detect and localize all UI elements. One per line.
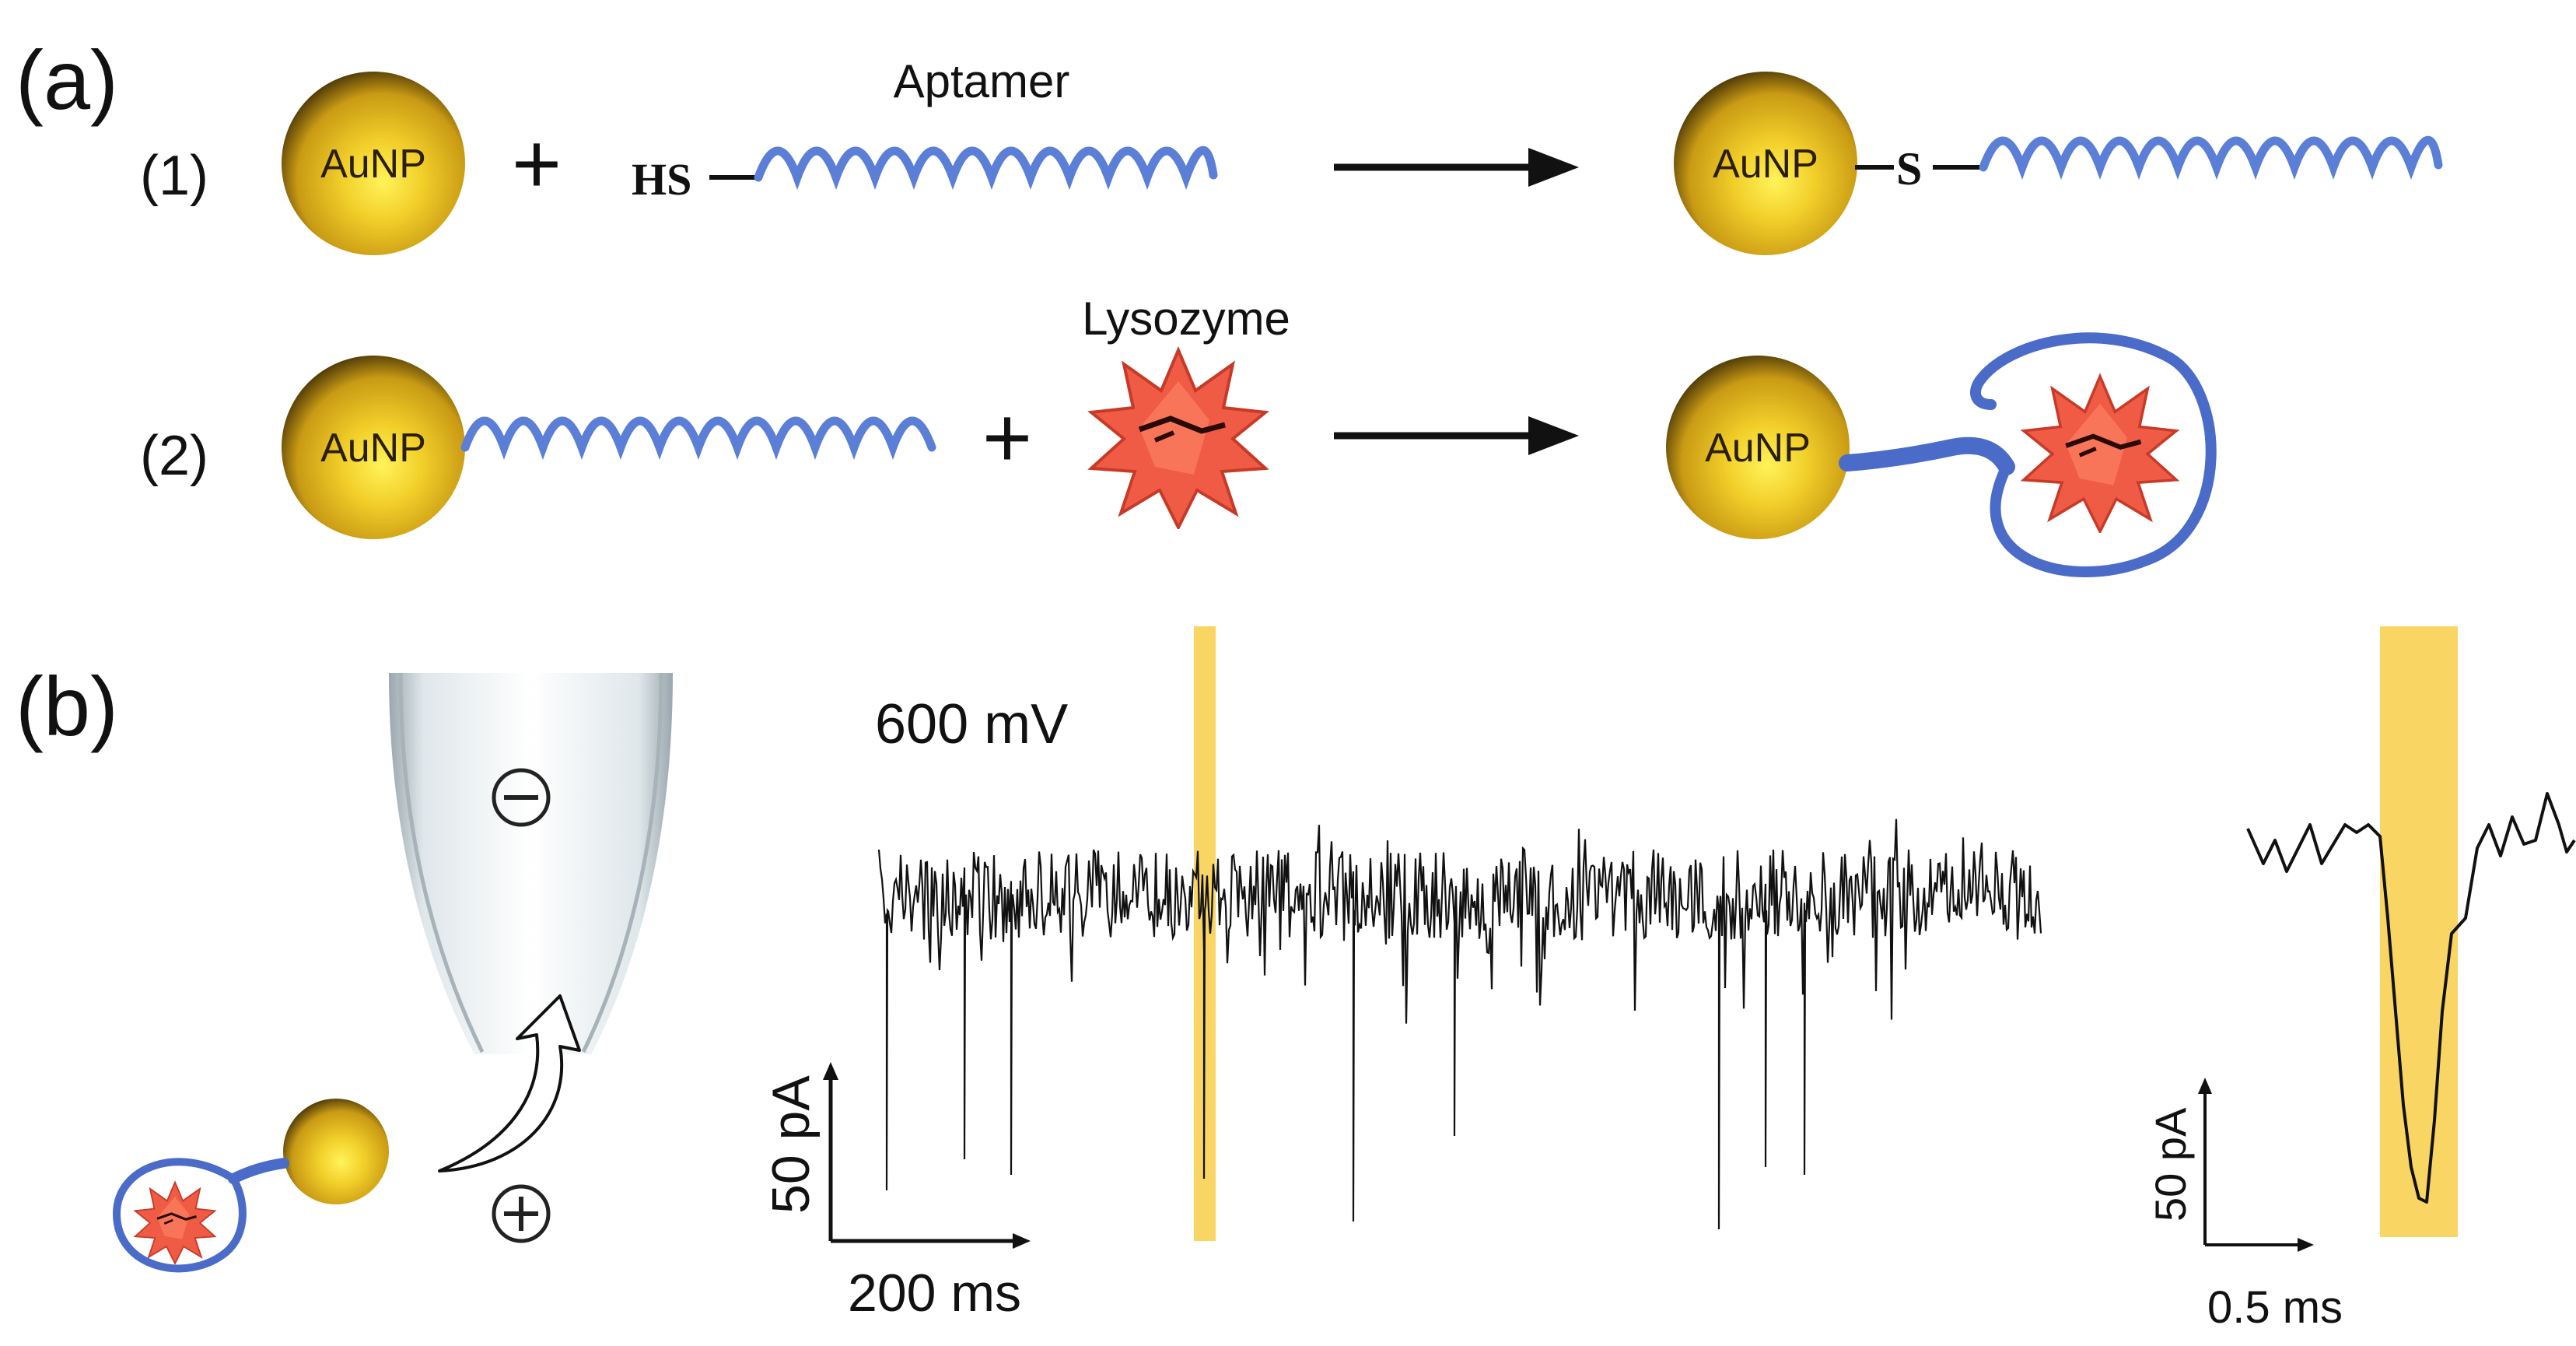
plus-sign: + xyxy=(512,116,562,212)
negative-charge: − xyxy=(700,684,701,685)
aptamer-label: Aptamer xyxy=(894,55,1070,107)
reaction-arrow xyxy=(1334,148,1579,187)
trace-scale-bar xyxy=(823,1062,1031,1249)
zoomed-event-trace xyxy=(2246,792,2576,1204)
positive-electrode-icon xyxy=(492,1184,551,1243)
plus-sign: + xyxy=(982,390,1032,485)
nanoparticle-label: AuNP xyxy=(320,142,426,187)
negative-electrode-icon xyxy=(492,768,551,827)
panel-a-label: (a) xyxy=(16,33,118,127)
folded-aptamer-stem xyxy=(1839,436,2015,475)
translocation-arrow-icon xyxy=(438,994,581,1172)
gold-nanoparticle: AuNP xyxy=(282,356,465,539)
current-trace xyxy=(877,818,2042,1230)
zoom-y-scale-label: 50 pA xyxy=(2146,1107,2195,1222)
row2-index: (2) xyxy=(140,425,208,487)
voltage-label: 600 mV xyxy=(875,693,1068,755)
product-nanoparticle-label: AuNP xyxy=(1705,426,1811,471)
nanopipette xyxy=(389,672,673,1054)
sulfur-label: S xyxy=(1896,143,1922,195)
thiol-label: HS xyxy=(632,154,691,205)
zoom-scale-bar xyxy=(2198,1078,2314,1252)
aunp-lysozyme-complex xyxy=(112,1099,389,1273)
product-nanoparticle: AuNP xyxy=(1666,356,1850,539)
lysozyme-icon xyxy=(2024,377,2176,532)
product-nanoparticle: AuNP xyxy=(1674,72,1857,255)
nanoparticle-label: AuNP xyxy=(320,426,426,471)
gold-nanoparticle: AuNP xyxy=(282,72,465,255)
positive-charge: + xyxy=(700,1244,701,1246)
aptamer-strand xyxy=(460,416,936,460)
folded-aptamer-loop xyxy=(1970,332,2217,577)
product-nanoparticle-label: AuNP xyxy=(1713,142,1818,187)
bound-aptamer-strand xyxy=(1979,135,2443,180)
panel-b-label: (b) xyxy=(16,659,118,753)
lysozyme-icon xyxy=(1091,350,1265,528)
reaction-arrow xyxy=(1334,416,1579,455)
zoom-x-scale-label: 0.5 ms xyxy=(2207,1282,2343,1333)
trace-y-scale-label: 50 pA xyxy=(761,1075,821,1214)
trace-x-scale-label: 200 ms xyxy=(848,1264,1021,1323)
zoom-event-highlight xyxy=(2380,626,2458,1237)
lysozyme-label: Lysozyme xyxy=(1082,293,1290,345)
aptamer-strand xyxy=(754,145,1218,190)
row1-index: (1) xyxy=(140,145,208,207)
